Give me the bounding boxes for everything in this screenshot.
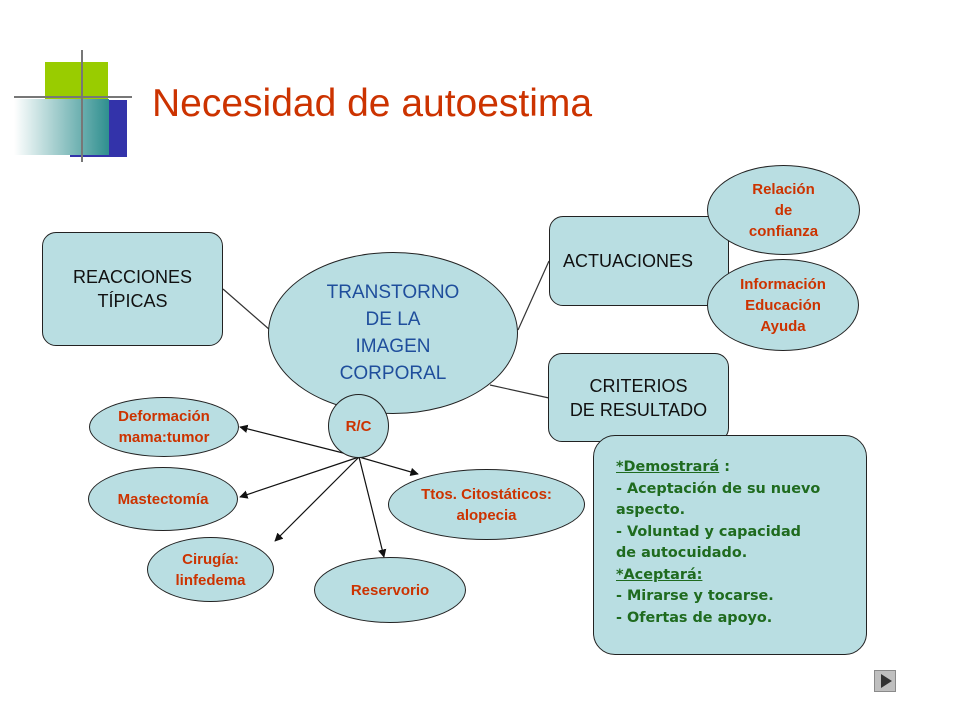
node-transtorno-imagen-corporal: TRANSTORNO DE LA IMAGEN CORPORAL	[268, 252, 518, 414]
node-label-line: Información	[740, 275, 826, 293]
next-slide-button[interactable]	[874, 670, 896, 692]
node-label: Mastectomía	[117, 490, 209, 508]
node-label-line: IMAGEN	[355, 336, 431, 357]
node-label-line: TÍPICAS	[97, 291, 168, 311]
node-label: R/C	[345, 417, 372, 435]
criterio-line: - Mirarse y tocarse.	[616, 588, 774, 604]
arrow-to-mastectomia	[239, 456, 360, 499]
node-actuaciones: ACTUACIONES	[549, 216, 729, 306]
node-reservorio: Reservorio	[314, 557, 466, 623]
node-label-line: Relación	[752, 180, 815, 198]
node-criterios-resultado: CRITERIOS DE RESULTADO	[548, 353, 729, 442]
arrow-to-deformacion	[239, 424, 360, 458]
criterio-line: - Aceptación de su nuevo	[616, 480, 821, 497]
node-label-line: Ttos. Citostáticos:	[421, 485, 552, 503]
node-label-line: Deformación	[118, 408, 210, 425]
demostrara-heading: *Demostrará	[616, 459, 720, 475]
node-label-line: Ayuda	[760, 317, 806, 335]
line-transtorno-criterios	[489, 384, 550, 399]
node-label: ACTUACIONES	[562, 251, 694, 271]
node-label-line: mama:tumor	[118, 429, 210, 446]
node-label-line: REACCIONES	[72, 267, 193, 287]
node-label-line: linfedema	[175, 571, 246, 589]
line-reacciones-transtorno	[222, 288, 271, 331]
node-label: Reservorio	[350, 581, 430, 599]
node-informacion-educacion-ayuda: Información Educación Ayuda	[707, 259, 859, 351]
node-label-line: CRITERIOS	[589, 375, 688, 396]
criterio-line: - Voluntad y capacidad	[616, 523, 801, 540]
node-label-line: alopecia	[456, 506, 517, 524]
arrow-to-reservorio	[358, 456, 387, 558]
node-label-line: DE RESULTADO	[569, 399, 708, 420]
node-reacciones-tipicas: REACCIONES TÍPICAS	[42, 232, 223, 346]
decor-teal-gradient	[14, 99, 109, 155]
node-ttos-citostaticos: Ttos. Citostáticos: alopecia	[388, 469, 585, 540]
node-label-line: CORPORAL	[339, 363, 447, 384]
arrow-to-cirugia	[274, 456, 360, 542]
node-deformacion: Deformación mama:tumor	[89, 397, 239, 457]
node-label-line: confianza	[748, 222, 819, 240]
criterio-line: de autocuidado.	[616, 545, 748, 561]
arrow-to-ttos	[358, 456, 419, 476]
aceptara-heading: *Aceptará:	[616, 566, 703, 583]
node-label-line: de	[774, 201, 793, 219]
criterio-line: aspecto.	[616, 502, 686, 518]
node-cirugia-linfedema: Cirugía: linfedema	[147, 537, 274, 602]
node-label-line: Cirugía:	[182, 550, 239, 568]
node-relacion-confianza: Relación de confianza	[707, 165, 860, 255]
node-mastectomia: Mastectomía	[88, 467, 238, 531]
node-rc: R/C	[328, 394, 389, 458]
decor-vertical-line	[81, 50, 83, 162]
criterio-line: - Ofertas de apoyo.	[616, 609, 773, 626]
decor-horizontal-line	[14, 96, 132, 98]
node-label-line: TRANSTORNO	[326, 282, 460, 303]
play-triangle-icon	[881, 674, 892, 688]
node-label-line: DE LA	[365, 309, 421, 330]
criterios-detail-box: *Demostrará : - Aceptación de su nuevo a…	[593, 435, 867, 655]
demostrara-colon: :	[719, 459, 730, 475]
node-label-line: Educación	[745, 296, 821, 314]
slide-title: Necesidad de autoestima	[152, 82, 593, 125]
line-transtorno-actuaciones	[517, 260, 550, 331]
